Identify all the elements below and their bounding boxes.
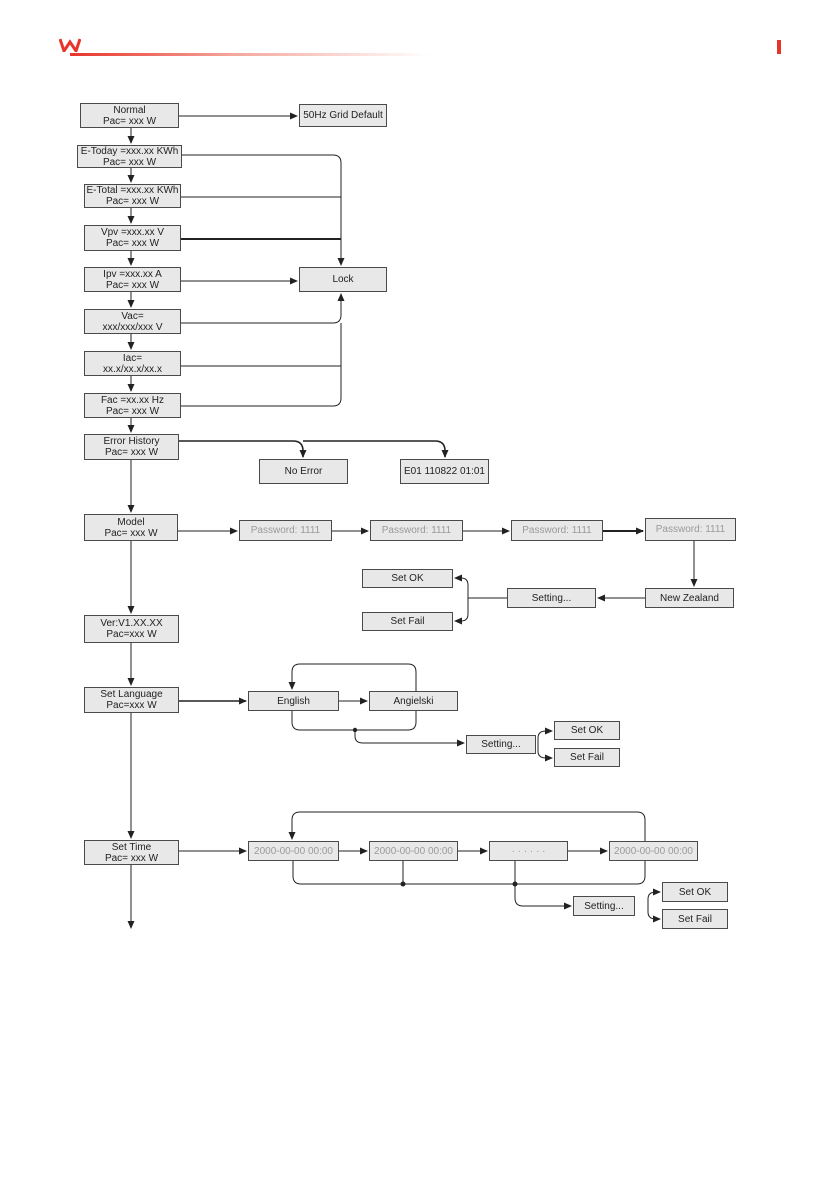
password-4-label: Password: 1111 [655, 524, 726, 535]
grid-default-box[interactable]: 50Hz Grid Default [299, 104, 387, 127]
menu-e-today-value: E-Today =xxx.xx KWh [80, 145, 179, 157]
lock-box[interactable]: Lock [299, 267, 387, 292]
new-zealand-label: New Zealand [660, 592, 719, 604]
menu-error-history[interactable]: Error History Pac= xxx W [84, 434, 179, 460]
menu-e-today[interactable]: E-Today =xxx.xx KWh Pac= xxx W [77, 145, 182, 168]
menu-e-total[interactable]: E-Total =xxx.xx KWh Pac= xxx W [84, 184, 181, 208]
menu-version-pac: Pac=xxx W [106, 629, 157, 640]
menu-fac-value: Fac =xx.xx Hz [100, 394, 165, 406]
menu-e-total-value: E-Total =xxx.xx KWh [86, 185, 179, 196]
menu-version-value: Ver:V1.XX.XX [100, 618, 163, 629]
time-set-fail-label: Set Fail [678, 913, 712, 925]
menu-vpv-pac: Pac= xxx W [105, 238, 160, 249]
menu-normal[interactable]: Normal Pac= xxx W [80, 103, 179, 128]
menu-model-pac: Pac= xxx W [104, 527, 158, 539]
menu-normal-title: Normal [113, 104, 146, 116]
time-4-label: 2000-00-00 00:00 [614, 845, 693, 857]
password-1-label: Password: 1111 [250, 525, 321, 536]
english-option[interactable]: English [248, 691, 339, 711]
no-error-box[interactable]: No Error [259, 459, 348, 484]
time-1-label: 2000-00-00 00:00 [254, 845, 333, 857]
menu-model[interactable]: Model Pac= xxx W [84, 514, 178, 541]
lang-set-fail-box[interactable]: Set Fail [554, 748, 620, 767]
menu-e-today-pac: Pac= xxx W [102, 156, 157, 168]
menu-normal-pac: Pac= xxx W [102, 115, 157, 127]
menu-vac[interactable]: Vac= xxx/xxx/xxx V [84, 309, 181, 334]
menu-error-history-title: Error History [103, 436, 160, 447]
brand-logo-icon [58, 38, 82, 55]
time-ellipsis-label: · · · · · · [511, 845, 546, 857]
error-entry-label: E01 110822 01:01 [403, 466, 485, 477]
menu-set-time-title: Set Time [111, 841, 152, 853]
header-accent-bar [70, 53, 430, 56]
menu-iac-label: Iac= [122, 352, 143, 364]
time-box-ellipsis[interactable]: · · · · · · [489, 841, 568, 861]
menu-iac-value: xx.x/xx.x/xx.x [103, 363, 162, 375]
menu-vpv[interactable]: Vpv =xxx.xx V Pac= xxx W [84, 225, 181, 251]
grid-default-label: 50Hz Grid Default [303, 110, 383, 121]
model-set-ok-box[interactable]: Set OK [362, 569, 453, 588]
angielski-label: Angielski [393, 695, 434, 707]
lang-setting-label: Setting... [481, 739, 521, 750]
lock-label: Lock [332, 274, 354, 285]
menu-set-language[interactable]: Set Language Pac=xxx W [84, 687, 179, 713]
menu-set-language-title: Set Language [100, 689, 163, 700]
model-set-ok-label: Set OK [391, 573, 424, 584]
error-entry-box[interactable]: E01 110822 01:01 [400, 459, 489, 484]
model-set-fail-box[interactable]: Set Fail [362, 612, 453, 631]
menu-fac-pac: Pac= xxx W [105, 405, 160, 417]
password-box-1[interactable]: Password: 1111 [239, 520, 332, 541]
time-box-1[interactable]: 2000-00-00 00:00 [248, 841, 339, 861]
time-box-2[interactable]: 2000-00-00 00:00 [369, 841, 458, 861]
menu-error-history-pac: Pac= xxx W [104, 447, 159, 458]
time-set-ok-box[interactable]: Set OK [662, 882, 728, 902]
menu-set-time[interactable]: Set Time Pac= xxx W [84, 840, 179, 865]
page-corner-mark [777, 40, 781, 54]
angielski-option[interactable]: Angielski [369, 691, 458, 711]
password-box-2[interactable]: Password: 1111 [370, 520, 463, 541]
time-set-ok-label: Set OK [678, 886, 712, 898]
time-setting-label: Setting... [584, 900, 624, 912]
time-setting-box[interactable]: Setting... [573, 896, 635, 916]
menu-model-title: Model [117, 516, 145, 528]
time-2-label: 2000-00-00 00:00 [374, 845, 453, 857]
menu-version[interactable]: Ver:V1.XX.XX Pac=xxx W [84, 615, 179, 643]
model-set-fail-label: Set Fail [390, 616, 425, 627]
menu-ipv[interactable]: Ipv =xxx.xx A Pac= xxx W [84, 267, 181, 292]
menu-e-total-pac: Pac= xxx W [105, 196, 160, 207]
lang-setting-box[interactable]: Setting... [466, 735, 536, 754]
model-setting-label: Setting... [531, 592, 572, 604]
new-zealand-box[interactable]: New Zealand [645, 588, 734, 608]
model-setting-box[interactable]: Setting... [507, 588, 596, 608]
menu-set-language-pac: Pac=xxx W [106, 700, 157, 711]
menu-fac[interactable]: Fac =xx.xx Hz Pac= xxx W [84, 393, 181, 418]
password-3-label: Password: 1111 [522, 525, 592, 536]
lang-set-ok-label: Set OK [570, 725, 604, 736]
menu-vac-value: xxx/xxx/xxx V [102, 321, 163, 333]
lang-set-ok-box[interactable]: Set OK [554, 721, 620, 740]
password-box-3[interactable]: Password: 1111 [511, 520, 603, 541]
menu-set-time-pac: Pac= xxx W [104, 852, 159, 864]
english-label: English [277, 695, 310, 707]
password-2-label: Password: 1111 [381, 525, 452, 536]
menu-iac[interactable]: Iac= xx.x/xx.x/xx.x [84, 351, 181, 376]
lang-set-fail-label: Set Fail [570, 752, 604, 763]
no-error-label: No Error [284, 466, 323, 477]
menu-vac-label: Vac= [121, 310, 144, 322]
time-box-4[interactable]: 2000-00-00 00:00 [609, 841, 698, 861]
time-set-fail-box[interactable]: Set Fail [662, 909, 728, 929]
menu-vpv-value: Vpv =xxx.xx V [100, 227, 165, 238]
password-box-4[interactable]: Password: 1111 [645, 518, 736, 541]
menu-ipv-pac: Pac= xxx W [105, 279, 160, 291]
menu-ipv-value: Ipv =xxx.xx A [103, 268, 162, 280]
